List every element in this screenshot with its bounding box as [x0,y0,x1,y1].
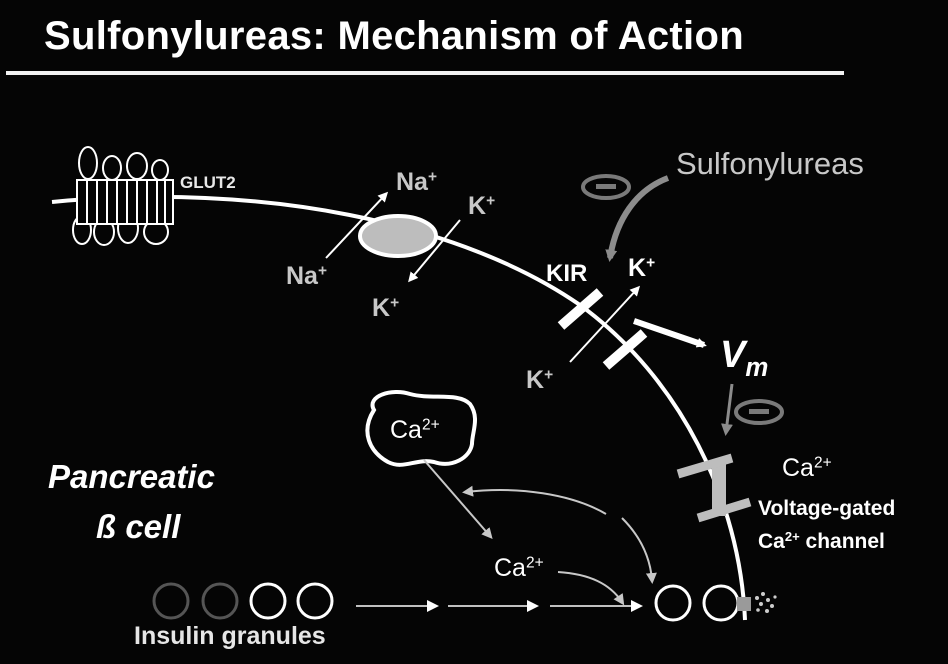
title-underline [6,71,844,75]
k-pump-bottom-label: K+ [372,294,400,322]
voltage-gated-ca-channel [676,453,752,523]
vgcc-label-line1: Voltage-gated [758,497,896,520]
kir-label: KIR [546,260,588,287]
ca-store-er [365,390,478,467]
membrane-potential-label: Vm [720,334,769,383]
na-k-pump [358,214,438,258]
na-arrow [325,191,389,259]
na-top-label: Na+ [396,168,438,196]
k-arrow-pump [408,219,461,283]
glut2-transporter-icon [72,146,174,246]
page-title: Sulfonylureas: Mechanism of Action [44,14,744,58]
ca-channel-ion-label: Ca2+ [782,454,832,482]
sulfonylurea-arrow [605,175,670,262]
ca-store-label: Ca2+ [390,416,440,444]
ca-release-arrow [423,459,493,540]
glut2-label: GLUT2 [180,173,236,192]
ca-cytosol-label: Ca2+ [494,554,544,582]
minus-sign-icon [581,174,631,200]
cell-label-line1: Pancreatic [48,458,215,495]
k-pump-top-label: K+ [468,192,496,220]
insulin-release-icon [737,592,777,613]
na-bottom-label: Na+ [286,262,328,290]
ca-influx-arrow-up [462,485,607,515]
ca-influx-arrow-down [621,517,657,584]
cell-label-line2: ß cell [96,508,181,545]
k-arrow-kir [569,285,641,363]
kir-channel [557,288,648,370]
insulin-granules-label: Insulin granules [134,622,326,650]
sulfonylureas-label: Sulfonylureas [676,146,864,181]
minus-sign-icon-vm [734,399,784,425]
k-kir-top-label: K+ [628,254,656,282]
depolarization-arrow [633,318,707,348]
insulin-granules [152,582,740,622]
vgcc-label-line2: Ca2+ channel [758,528,885,553]
vm-arrow [721,383,734,436]
k-kir-bottom-label: K+ [526,366,554,394]
ca-to-granules-arrow [557,571,625,606]
